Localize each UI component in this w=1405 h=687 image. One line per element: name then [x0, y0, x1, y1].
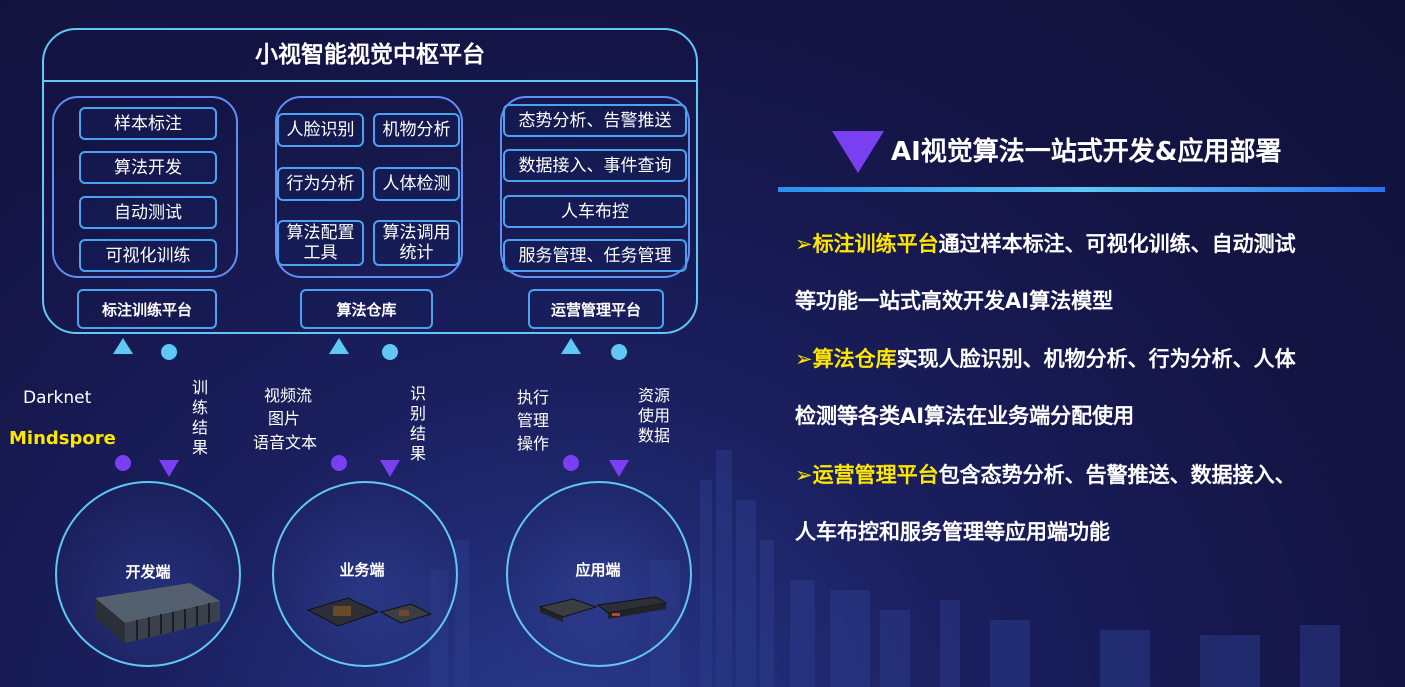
module-sample-annotation: 样本标注: [79, 107, 217, 140]
bullet-3-line1: ➢运营管理平台包含态势分析、告警推送、数据接入、: [795, 461, 1296, 489]
right-panel-heading: AI视觉算法一站式开发&应用部署: [891, 137, 1282, 167]
module-auto-test: 自动测试: [79, 196, 217, 229]
flow-label-video-stream: 视频流: [264, 386, 313, 405]
application-device-image: [538, 596, 668, 622]
bullet-arrow-icon: ➢: [795, 347, 813, 371]
group-operations-management: [500, 96, 690, 278]
triangle-marker-icon: [832, 131, 884, 173]
flow-label-image: 图片: [268, 409, 301, 428]
flow-label-execute: 执行: [517, 388, 550, 407]
module-data-event-query: 数据接入、事件查询: [503, 149, 687, 182]
flow-label-recognition-result: 识别结果: [409, 384, 426, 463]
label-algorithm-warehouse: 算法仓库: [300, 289, 433, 329]
bullet-1-text: 通过样本标注、可视化训练、自动测试: [938, 232, 1296, 256]
endpoint-application-circle: [506, 481, 692, 667]
bullet-2-text: 实现人脸识别、机物分析、行为分析、人体: [896, 347, 1296, 371]
flow-label-darknet: Darknet: [23, 388, 92, 408]
bullet-3-highlight: 运营管理平台: [812, 463, 939, 487]
module-visual-training: 可视化训练: [79, 239, 217, 272]
arrow-up-biz: [329, 338, 349, 471]
flow-label-manage: 管理: [517, 411, 550, 430]
endpoint-application-label: 应用端: [575, 561, 621, 579]
bullet-2-line1: ➢算法仓库实现人脸识别、机物分析、行为分析、人体: [795, 345, 1296, 373]
module-algorithm-development: 算法开发: [79, 151, 217, 184]
label-annotation-training-platform: 标注训练平台: [77, 289, 217, 329]
bullet-2-line2: 检测等各类AI算法在业务端分配使用: [795, 404, 1135, 428]
bullet-3-text: 包含态势分析、告警推送、数据接入、: [938, 463, 1296, 487]
platform-title: 小视智能视觉中枢平台: [44, 30, 696, 82]
bullet-1-line1: ➢标注训练平台通过样本标注、可视化训练、自动测试: [795, 230, 1296, 258]
endpoint-dev-label: 开发端: [125, 563, 171, 581]
bullet-1-line2: 等功能一站式高效开发AI算法模型: [795, 289, 1114, 313]
group-algorithm-warehouse: [275, 96, 463, 278]
arrow-down-biz: [380, 344, 400, 477]
module-face-recognition: 人脸识别: [277, 113, 364, 147]
bullet-arrow-icon: ➢: [795, 232, 813, 256]
module-object-analysis: 机物分析: [373, 113, 460, 147]
flow-label-voice-text: 语音文本: [253, 433, 318, 452]
endpoint-business-label: 业务端: [339, 561, 385, 579]
label-operations-management-platform: 运营管理平台: [528, 289, 664, 329]
module-algorithm-config-tool: 算法配置 工具: [277, 220, 364, 266]
module-algorithm-call-stats: 算法调用 统计: [373, 220, 460, 266]
flow-label-resource-usage-data: 资源使用数据: [637, 386, 670, 445]
flow-label-training-result: 训练结果: [191, 378, 208, 457]
arrow-down-app: [609, 344, 629, 477]
arrow-up-app: [561, 338, 581, 471]
flow-label-operate: 操作: [517, 434, 550, 453]
module-service-task-management: 服务管理、任务管理: [503, 239, 687, 272]
platform-frame: 小视智能视觉中枢平台: [42, 28, 698, 334]
arrow-up-dev: [113, 338, 133, 471]
server-rack-image: [95, 583, 220, 643]
bullet-1-highlight: 标注训练平台: [812, 232, 939, 256]
module-situation-alert: 态势分析、告警推送: [503, 104, 687, 137]
module-behavior-analysis: 行为分析: [277, 167, 364, 201]
endpoint-business-circle: [272, 481, 458, 667]
module-human-detection: 人体检测: [373, 167, 460, 201]
heading-underline: [778, 187, 1385, 192]
module-person-vehicle-control: 人车布控: [503, 195, 687, 228]
arrow-down-dev: [159, 344, 179, 477]
group-annotation-training: [52, 96, 238, 278]
bullet-2-highlight: 算法仓库: [812, 347, 897, 371]
flow-label-mindspore: Mindspore: [9, 428, 116, 449]
edge-device-image: [306, 597, 433, 627]
bullet-3-line2: 人车布控和服务管理等应用端功能: [795, 520, 1110, 544]
bullet-arrow-icon: ➢: [795, 463, 813, 487]
